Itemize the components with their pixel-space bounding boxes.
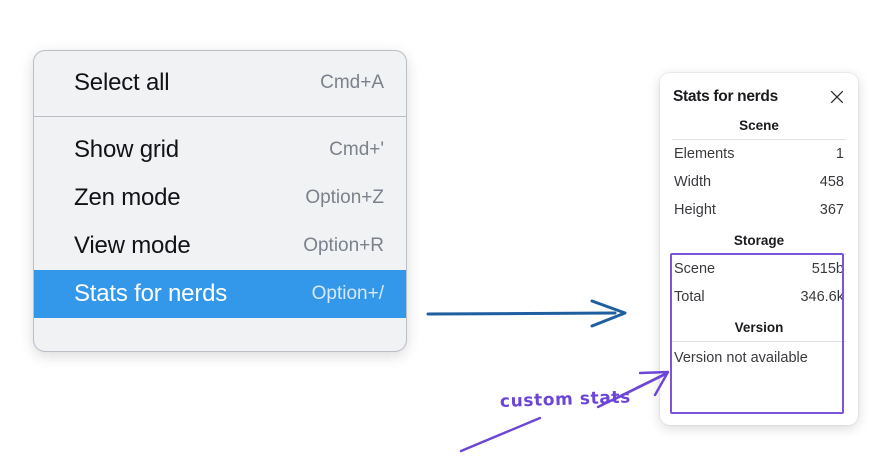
stat-row-storage-scene: Scene 515b [670,255,848,283]
panel-title: Stats for nerds [673,88,778,105]
stat-row-height: Height 367 [670,196,848,224]
menu-item-shortcut: Option+/ [311,283,384,304]
menu-item-shortcut: Cmd+A [320,72,384,93]
stat-value: 458 [819,174,844,190]
stat-value: 367 [819,202,844,218]
stat-key: Width [674,174,712,190]
version-note: Version not available [674,350,808,366]
section-title-storage: Storage [733,233,785,248]
menu-item-label: Select all [74,69,170,96]
menu-item-show-grid[interactable]: Show grid Cmd+' [34,126,406,174]
stat-value: 515b [811,261,844,277]
stat-value: 1 [835,146,844,162]
menu-item-select-all[interactable]: Select all Cmd+A [34,59,406,107]
panel-header: Stats for nerds [670,85,848,109]
divider [672,341,846,342]
menu-bottom-padding [34,318,406,338]
blue-arrow [426,299,627,328]
stat-key: Elements [674,146,735,162]
menu-item-label: Stats for nerds [74,280,228,307]
divider [672,139,846,140]
stat-key: Height [674,202,716,218]
section-title-scene: Scene [739,118,779,133]
stat-row-storage-total: Total 346.6k [670,283,848,311]
menu-item-shortcut: Option+R [303,235,384,256]
menu-item-view-mode[interactable]: View mode Option+R [34,222,406,270]
stat-key: Scene [674,261,716,277]
context-menu[interactable]: Select all Cmd+A Show grid Cmd+' Zen mod… [33,50,407,352]
menu-group-2: Show grid Cmd+' Zen mode Option+Z View m… [34,126,406,318]
annotation-label-custom-stats: custom stats [499,387,632,412]
menu-item-label: Zen mode [74,184,181,211]
menu-item-zen-mode[interactable]: Zen mode Option+Z [34,174,406,222]
stat-row-width: Width 458 [670,168,848,196]
menu-item-label: View mode [74,232,191,259]
menu-item-shortcut: Cmd+' [329,139,384,160]
menu-item-stats-for-nerds[interactable]: Stats for nerds Option+/ [34,270,406,318]
stat-value: 346.6k [800,289,844,305]
stats-for-nerds-panel[interactable]: Stats for nerds Scene Elements 1 Width 4… [660,73,858,425]
menu-item-shortcut: Option+Z [305,187,384,208]
section-title-version: Version [734,320,784,335]
menu-item-label: Show grid [74,136,179,163]
stat-row-elements: Elements 1 [670,140,848,168]
close-icon[interactable] [828,88,846,106]
menu-separator [34,116,406,117]
stat-key: Total [674,289,705,305]
purple-lead-stroke [459,416,542,453]
menu-group-1: Select all Cmd+A [34,59,406,107]
